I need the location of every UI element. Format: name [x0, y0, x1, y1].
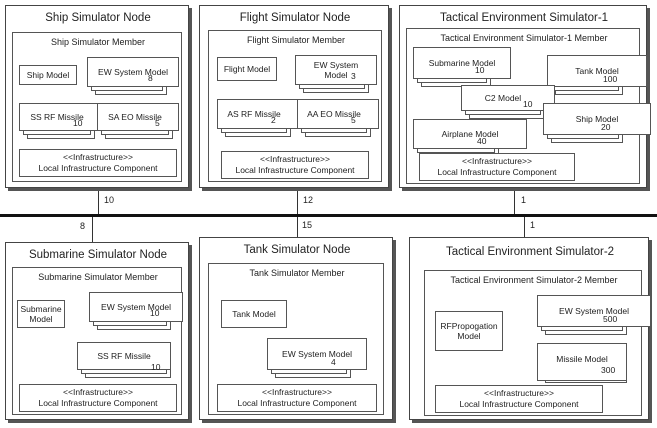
node-title: Tactical Environment Simulator-2 — [445, 246, 615, 258]
tank-model: Tank Model — [547, 55, 647, 87]
tactical-environment-simulator-1-node: Tactical Environment Simulator-1 Tactica… — [399, 5, 651, 188]
connector-submarine — [92, 217, 93, 242]
connector-flight — [297, 188, 298, 214]
aa-eo-missile: AA EO Missile — [297, 99, 379, 129]
infra-stereotype: <<Infrastructure>> — [484, 388, 554, 398]
ss-rf-missile: SS RF Missile — [77, 342, 171, 370]
tactical-environment-simulator-2-node: Tactical Environment Simulator-2 Tactica… — [409, 237, 651, 420]
submarine-count: 10 — [475, 65, 485, 75]
flight-model: Flight Model — [217, 57, 277, 81]
infra-stereotype: <<Infrastructure>> — [260, 154, 330, 164]
ew-count: 4 — [331, 357, 336, 367]
member-title: Submarine Simulator Member — [38, 272, 158, 282]
ew-system-model: EW System Model — [89, 292, 183, 322]
member-title: Tank Simulator Member — [249, 268, 345, 278]
infra-stereotype: <<Infrastructure>> — [262, 387, 332, 397]
as-rf-missile: AS RF Missile — [217, 99, 299, 129]
local-infrastructure-component: <<Infrastructure>> Local Infrastructure … — [19, 384, 177, 412]
missile-count: 300 — [601, 365, 616, 375]
tank-model: Tank Model — [221, 300, 287, 328]
tactical-environment-simulator-2-member: Tactical Environment Simulator-2 Member … — [424, 270, 651, 416]
flight-simulator-node: Flight Simulator Node Flight Simulator M… — [199, 5, 389, 188]
connector-label-tactical1: 1 — [521, 195, 527, 205]
c2-model: C2 Model — [461, 85, 555, 111]
member-title: Flight Simulator Member — [246, 35, 346, 45]
ssrf-count: 10 — [73, 118, 83, 128]
network-bus — [0, 214, 657, 217]
member-title: Tactical Environment Simulator-1 Member — [440, 33, 608, 43]
infra-stereotype: <<Infrastructure>> — [63, 387, 133, 397]
ship-simulator-member: Ship Simulator Member Ship Model EW Syst… — [12, 32, 182, 182]
infra-stereotype: <<Infrastructure>> — [63, 152, 133, 162]
local-infrastructure-component: <<Infrastructure>> Local Infrastructure … — [435, 385, 603, 413]
c2-count: 10 — [523, 99, 533, 109]
member-title: Ship Simulator Member — [50, 37, 146, 47]
ew-count: 10 — [150, 308, 160, 318]
node-title: Ship Simulator Node — [45, 12, 151, 24]
ssrf-count: 10 — [151, 362, 161, 372]
ship-count: 20 — [601, 122, 611, 132]
local-infrastructure-component: <<Infrastructure>> Local Infrastructure … — [221, 151, 369, 179]
asrf-count: 2 — [271, 115, 276, 125]
saeo-count: 5 — [155, 118, 160, 128]
airplane-count: 40 — [477, 136, 487, 146]
connector-label-tactical2: 1 — [530, 220, 536, 230]
ship-model: Ship Model — [543, 103, 651, 135]
infra-stereotype: <<Infrastructure>> — [462, 156, 532, 166]
rf-propogation-model: RFPropogation Model — [435, 311, 503, 351]
tank-count: 100 — [603, 74, 618, 84]
infra-name: Local Infrastructure Component — [235, 165, 355, 175]
aaeo-count: 5 — [351, 115, 356, 125]
connector-tactical1 — [514, 188, 515, 214]
missile-model: Missile Model — [537, 343, 627, 381]
tactical-environment-simulator-1-member: Tactical Environment Simulator-1 Member … — [406, 28, 651, 184]
ew-system-model: EW System Model — [87, 57, 179, 87]
ew-system-model: EW System Model — [295, 55, 377, 85]
flight-simulator-member: Flight Simulator Member Flight Model EW … — [208, 30, 382, 182]
node-title: Tactical Environment Simulator-1 — [439, 12, 609, 24]
airplane-model: Airplane Model — [413, 119, 527, 149]
ew-system-model: EW System Model — [267, 338, 367, 370]
connector-label-flight: 12 — [303, 195, 314, 205]
ew-count: 8 — [148, 73, 153, 83]
connector-tank — [297, 217, 298, 237]
submarine-simulator-node: Submarine Simulator Node Submarine Simul… — [5, 242, 189, 420]
sa-eo-missile: SA EO Missile — [97, 103, 179, 131]
infra-name: Local Infrastructure Component — [459, 399, 579, 409]
connector-label-ship: 10 — [104, 195, 115, 205]
connector-ship — [98, 188, 99, 214]
submarine-model: Submarine Model — [413, 47, 511, 79]
local-infrastructure-component: <<Infrastructure>> Local Infrastructure … — [217, 384, 377, 412]
connector-tactical2 — [524, 217, 525, 237]
ew-system-model: EW System Model — [537, 295, 651, 327]
ship-simulator-node: Ship Simulator Node Ship Simulator Membe… — [5, 5, 189, 188]
ew-count: 3 — [351, 71, 356, 81]
member-title: Tactical Environment Simulator-2 Member — [450, 275, 618, 285]
submarine-simulator-member: Submarine Simulator Member Submarine Mod… — [12, 267, 183, 415]
infra-name: Local Infrastructure Component — [437, 167, 557, 177]
submarine-model: Submarine Model — [17, 300, 65, 328]
tank-simulator-member: Tank Simulator Member Tank Model EW Syst… — [208, 263, 384, 415]
ship-model: Ship Model — [19, 65, 77, 85]
ss-rf-missile: SS RF Missile — [19, 103, 105, 131]
node-title: Flight Simulator Node — [239, 12, 351, 24]
node-title: Tank Simulator Node — [243, 244, 351, 256]
connector-label-tank: 15 — [302, 220, 313, 230]
tank-simulator-node: Tank Simulator Node Tank Simulator Membe… — [199, 237, 393, 420]
local-infrastructure-component: <<Infrastructure>> Local Infrastructure … — [19, 149, 177, 177]
infra-name: Local Infrastructure Component — [38, 398, 158, 408]
infra-name: Local Infrastructure Component — [237, 398, 357, 408]
ew-count: 500 — [603, 314, 618, 324]
infra-name: Local Infrastructure Component — [38, 163, 158, 173]
local-infrastructure-component: <<Infrastructure>> Local Infrastructure … — [419, 153, 575, 181]
node-title: Submarine Simulator Node — [28, 249, 168, 261]
connector-label-submarine: 8 — [80, 221, 86, 231]
